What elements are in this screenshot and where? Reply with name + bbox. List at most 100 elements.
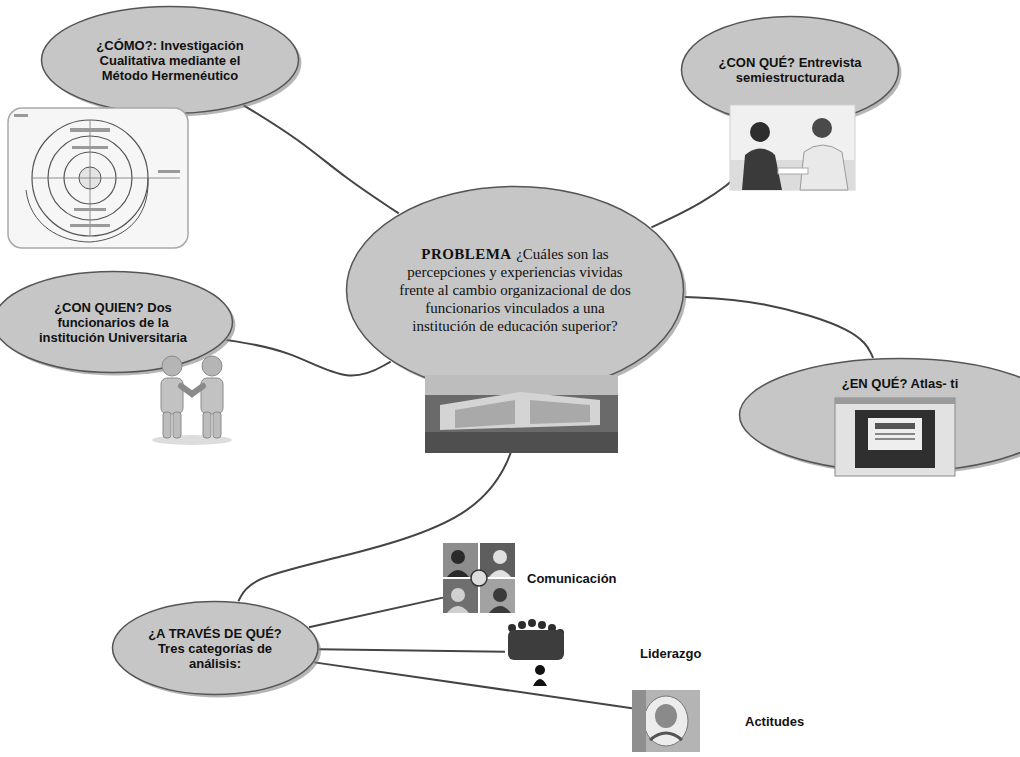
communication-icon-part <box>493 588 507 602</box>
interview-photo-part <box>812 118 832 138</box>
ellipse-fill <box>682 17 899 124</box>
leadership-icon-part <box>538 621 546 629</box>
hermeneutic-figure-part <box>70 128 110 132</box>
communication-icon-part <box>443 543 478 577</box>
attitudes-icon-part <box>632 690 700 752</box>
hermeneutic-figure-part <box>90 120 91 236</box>
campus-photo-part <box>455 400 515 428</box>
communication-icon-part <box>489 606 511 613</box>
interview-photo-part <box>800 145 848 190</box>
attitudes-icon-part <box>632 690 646 752</box>
node-body: Actitudes <box>745 714 804 729</box>
leadership-icon-part <box>556 629 564 637</box>
software-screenshot-part <box>855 410 935 468</box>
campus-photo-part <box>425 432 618 453</box>
handshake-figures-part <box>161 378 183 414</box>
attitudes-icon-part <box>644 696 688 746</box>
connector-line <box>314 662 632 708</box>
software-screenshot-part <box>835 398 955 476</box>
leadership-icon-part <box>548 624 556 632</box>
handshake-figures-part <box>162 356 182 376</box>
ellipse-outline <box>738 357 1020 473</box>
software-screenshot <box>835 398 955 476</box>
node-text: Actitudes <box>745 714 804 729</box>
hermeneutic-figure-part <box>32 120 148 236</box>
communication-icon-part <box>443 579 478 613</box>
ellipse-fill <box>42 7 299 114</box>
node-text: ¿CON QUIEN? Dos funcionarios de la insti… <box>39 300 187 345</box>
handshake-figures-part <box>203 412 211 438</box>
handshake-figures-part <box>202 356 222 376</box>
connector-line <box>651 124 768 227</box>
handshake-figures-part <box>152 435 232 445</box>
node-text: ¿A TRAVÉS DE QUÉ? Tres categorías de aná… <box>148 626 282 671</box>
node-heading: PROBLEMA <box>421 246 511 262</box>
software-screenshot-part <box>875 438 915 440</box>
topic-ellipse: ¿CON QUÉ? Entrevista semiestructurada <box>680 15 900 125</box>
leadership-icon-part <box>511 636 520 645</box>
leadership-icon-part <box>528 619 536 627</box>
node-body: ¿A TRAVÉS DE QUÉ? Tres categorías de aná… <box>142 626 287 671</box>
node-body: Comunicación <box>527 571 617 586</box>
connector-line <box>238 395 518 601</box>
ellipse-fill <box>347 187 684 394</box>
interview-photo-part <box>778 168 808 174</box>
software-screenshot-part <box>875 433 915 435</box>
node-body: ¿CÓMO?: Investigación Cualitativa median… <box>78 38 263 83</box>
hermeneutic-figure-part <box>64 152 116 204</box>
leadership-icon-part <box>541 647 551 657</box>
node-body: ¿CON QUIEN? Dos funcionarios de la insti… <box>23 300 203 345</box>
attitudes-icon-part <box>650 733 682 740</box>
interview-photo-part <box>730 160 855 190</box>
leadership-icon-part <box>554 639 563 648</box>
leadership-icon-part <box>533 679 547 686</box>
campus-photo-part <box>425 375 618 453</box>
software-screenshot-part <box>868 418 922 450</box>
hermeneutic-figure-part <box>26 178 148 242</box>
communication-icon-part <box>493 550 507 564</box>
hermeneutic-figure-part <box>148 178 180 179</box>
interview-photo-part <box>742 149 782 191</box>
ellipse-fill <box>112 602 318 695</box>
campus-photo-part <box>425 375 618 395</box>
interview-photo-part <box>750 122 770 142</box>
leadership-icon-part <box>528 645 538 655</box>
connector-line <box>244 105 399 213</box>
hermeneutic-figure <box>8 108 188 248</box>
category-item: Comunicación <box>443 543 621 613</box>
handshake-figures-part <box>181 386 203 394</box>
communication-icon-part <box>447 570 469 577</box>
leadership-icon <box>508 619 564 686</box>
campus-photo <box>425 375 618 453</box>
handshake-figures-part <box>213 412 221 438</box>
node-body: ¿CON QUÉ? Entrevista semiestructurada <box>703 55 878 85</box>
category-item: Actitudes <box>632 690 808 752</box>
handshake-figures <box>152 356 232 445</box>
ellipse-fill <box>739 359 1020 472</box>
connector-line <box>319 649 505 651</box>
connector-line <box>227 340 391 376</box>
leadership-icon-part <box>508 624 516 632</box>
hermeneutic-figure-part <box>48 136 132 220</box>
leadership-icon-part <box>522 633 531 642</box>
hermeneutic-figure-part <box>14 114 28 117</box>
handshake-figures-part <box>163 412 171 438</box>
communication-icon-part <box>451 550 465 564</box>
leadership-icon-part <box>533 631 542 640</box>
node-body: Liderazgo <box>640 646 701 661</box>
communication-icon-part <box>480 543 515 577</box>
category-item: Liderazgo <box>505 620 705 686</box>
software-screenshot-part <box>835 398 955 404</box>
connector-line <box>685 297 873 358</box>
attitudes-icon-part <box>655 704 677 728</box>
communication-icon-part <box>480 579 515 613</box>
node-body: PROBLEMA¿Cuáles son las percepciones y e… <box>393 245 638 335</box>
interview-photo-part <box>730 105 855 190</box>
leadership-icon-part <box>518 621 526 629</box>
leadership-icon-part <box>515 648 525 658</box>
hermeneutic-figure-part <box>79 167 101 189</box>
node-text: ¿EN QUÉ? Atlas- ti <box>842 376 959 391</box>
campus-photo-part <box>440 392 600 430</box>
